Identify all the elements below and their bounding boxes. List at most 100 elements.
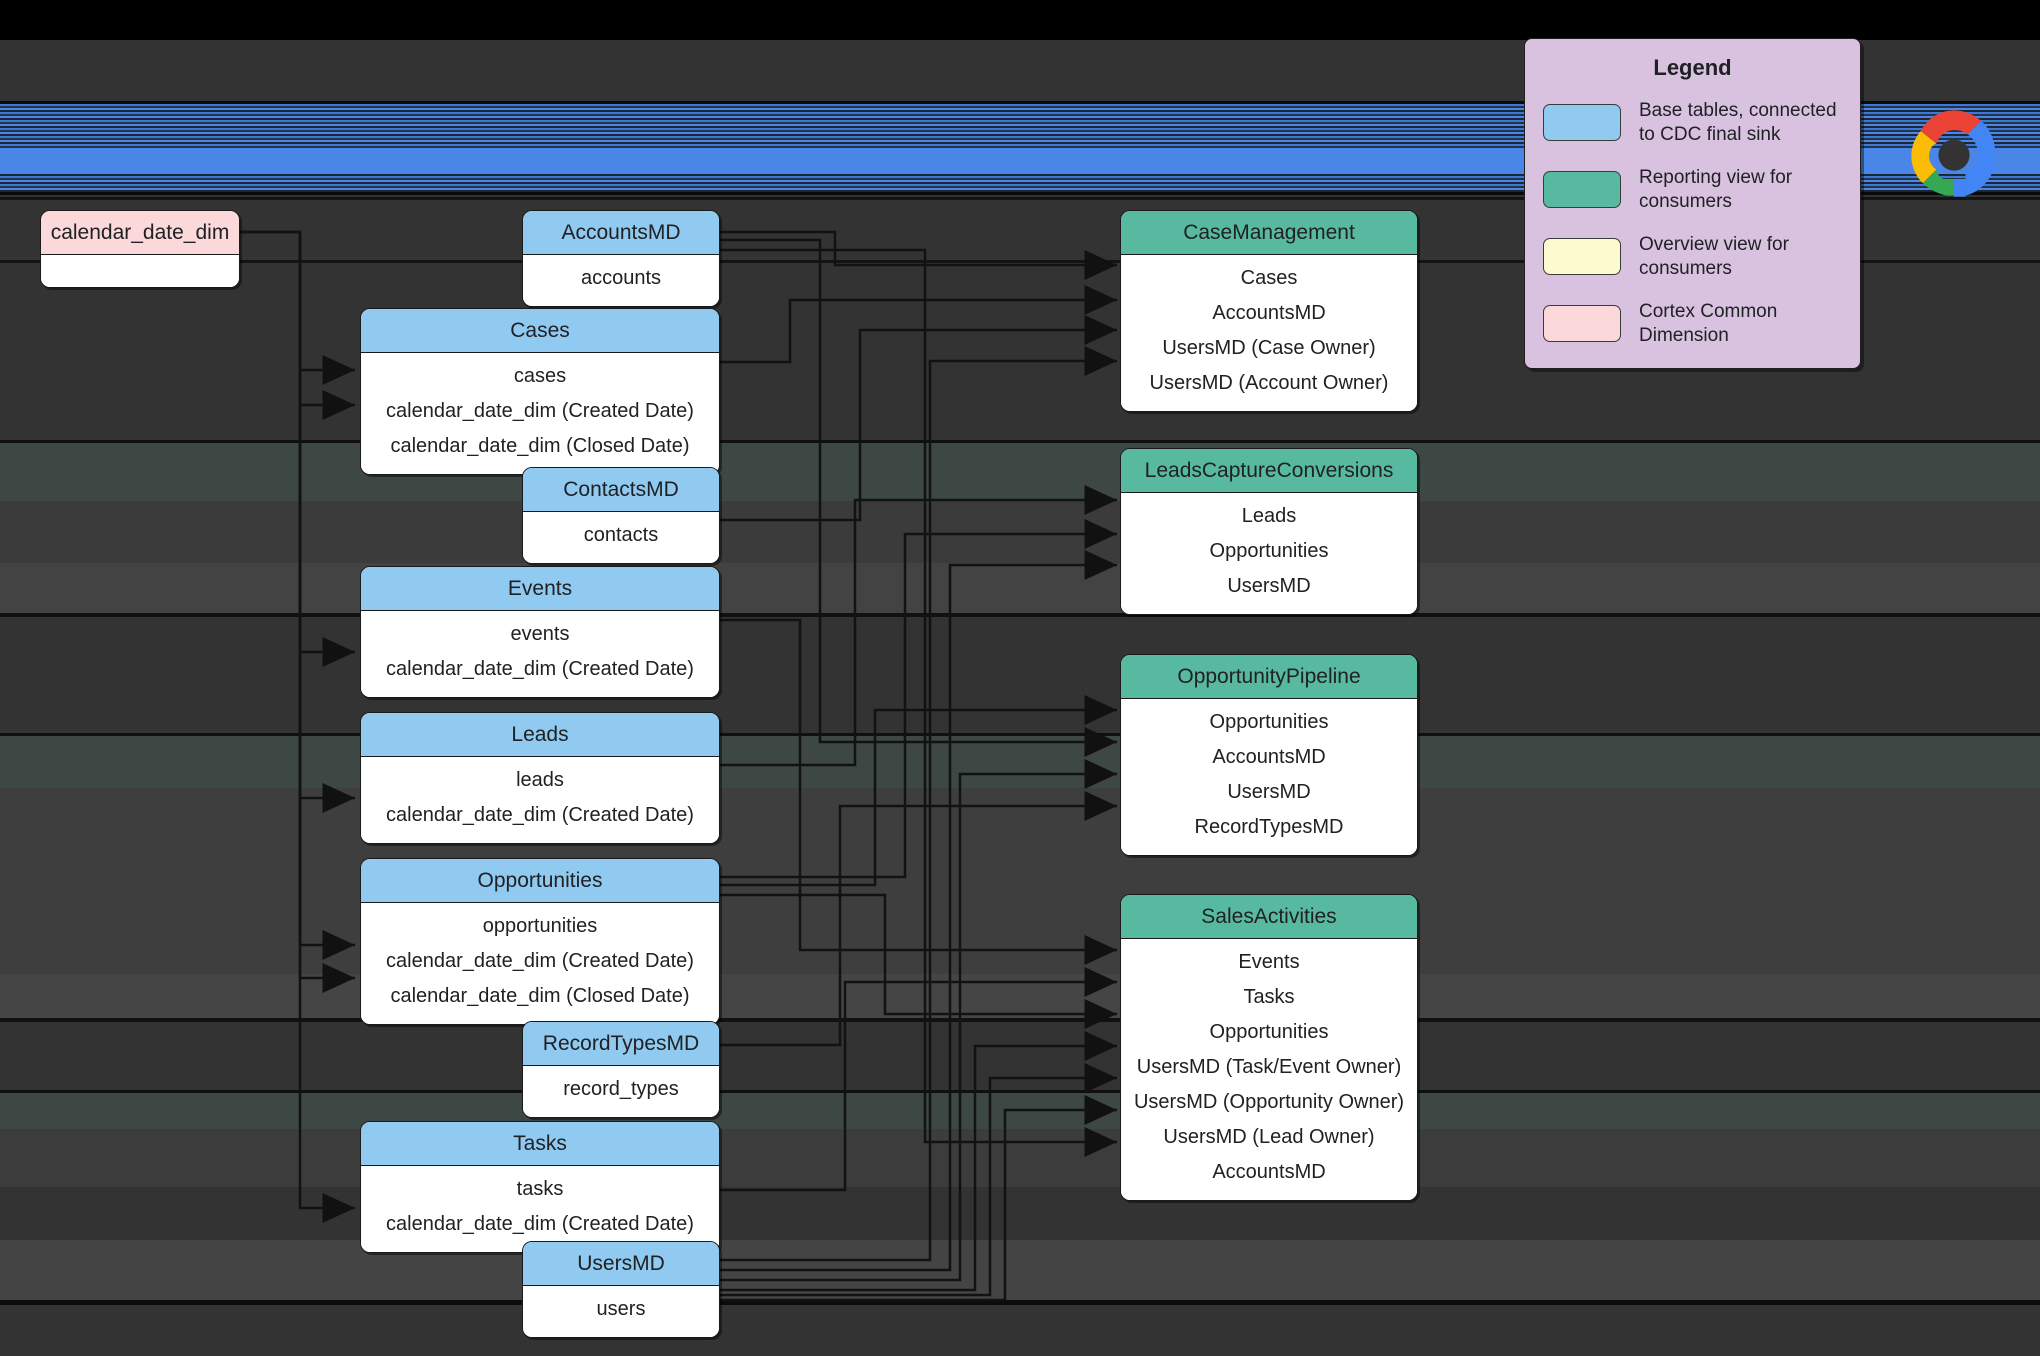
entity-title-recordtypesmd: RecordTypesMD (523, 1022, 719, 1067)
legend-item-overview-view: Overview view for consumers (1543, 233, 1842, 281)
legend-label-cortex-dimension: Cortex Common Dimension (1639, 300, 1778, 346)
entity-box-opportunities[interactable]: Opportunities opportunities calendar_dat… (360, 858, 720, 1026)
google-cloud-logo (1911, 110, 1996, 197)
entity-rows-leads: leads calendar_date_dim (Created Date) (361, 757, 719, 844)
entity-row: calendar_date_dim (Created Date) (386, 658, 694, 681)
entity-row: calendar_date_dim (Created Date) (386, 950, 694, 973)
entity-title-contactsmd: ContactsMD (523, 468, 719, 513)
legend-item-cortex-dimension: Cortex Common Dimension (1543, 300, 1842, 348)
entity-row: calendar_date_dim (Created Date) (386, 1213, 694, 1236)
entity-rows-calendar-date-dim (41, 255, 239, 288)
entity-box-leadscaptureconversions[interactable]: LeadsCaptureConversions Leads Opportunit… (1120, 448, 1418, 616)
entity-rows-opportunitypipeline: Opportunities AccountsMD UsersMD RecordT… (1121, 699, 1417, 856)
entity-row: Events (1238, 951, 1300, 974)
entity-title-casemanagement: CaseManagement (1121, 211, 1417, 256)
entity-row: Leads (1241, 505, 1297, 528)
legend-label-overview-view: Overview view for consumers (1639, 233, 1789, 279)
entity-row: calendar_date_dim (Created Date) (386, 804, 694, 827)
entity-title-usersmd: UsersMD (523, 1242, 719, 1287)
entity-box-casemanagement[interactable]: CaseManagement Cases AccountsMD UsersMD … (1120, 210, 1418, 413)
entity-row: Opportunities (1209, 1021, 1329, 1044)
entity-title-opportunities: Opportunities (361, 859, 719, 904)
entity-row: AccountsMD (1212, 302, 1326, 325)
entity-rows-contactsmd: contacts (523, 512, 719, 564)
entity-row: UsersMD (1227, 575, 1311, 598)
legend-swatch-base-table (1543, 104, 1621, 142)
google-cloud-logo-red-segment (1920, 110, 1982, 144)
entity-rows-cases: cases calendar_date_dim (Created Date) c… (361, 353, 719, 475)
legend-title: Legend (1653, 55, 1732, 80)
entity-title-calendar-date-dim: calendar_date_dim (41, 211, 239, 256)
entity-rows-usersmd: users (523, 1286, 719, 1338)
entity-rows-opportunities: opportunities calendar_date_dim (Created… (361, 903, 719, 1025)
entity-rows-accountsmd: accounts (523, 255, 719, 307)
entity-box-recordtypesmd[interactable]: RecordTypesMD record_types (522, 1021, 720, 1119)
entity-row: Opportunities (1209, 540, 1329, 563)
entity-rows-leadscaptureconversions: Leads Opportunities UsersMD (1121, 493, 1417, 615)
entity-box-accountsmd[interactable]: AccountsMD accounts (522, 210, 720, 308)
entity-row: calendar_date_dim (Closed Date) (390, 435, 690, 458)
entity-title-salesactivities: SalesActivities (1121, 895, 1417, 940)
entity-row: calendar_date_dim (Created Date) (386, 400, 694, 423)
entity-title-leadscaptureconversions: LeadsCaptureConversions (1121, 449, 1417, 494)
entity-row: AccountsMD (1212, 1161, 1326, 1184)
entity-box-cases[interactable]: Cases cases calendar_date_dim (Created D… (360, 308, 720, 476)
entity-title-tasks: Tasks (361, 1122, 719, 1167)
entity-row: contacts (583, 524, 659, 547)
legend-item-reporting-view: Reporting view for consumers (1543, 166, 1842, 214)
entity-rows-tasks: tasks calendar_date_dim (Created Date) (361, 1166, 719, 1253)
entity-row: accounts (580, 267, 662, 290)
entity-row: Opportunities (1209, 711, 1329, 734)
entity-box-usersmd[interactable]: UsersMD users (522, 1241, 720, 1339)
entity-rows-salesactivities: Events Tasks Opportunities UsersMD (Task… (1121, 939, 1417, 1201)
entity-rows-recordtypesmd: record_types (523, 1066, 719, 1118)
legend-item-base-table: Base tables, connected to CDC final sink (1543, 99, 1842, 147)
google-cloud-logo-blue-bottom (1954, 178, 1966, 197)
entity-row: AccountsMD (1212, 746, 1326, 769)
legend-swatch-overview-view (1543, 238, 1621, 276)
stripe-band-edge (0, 192, 2040, 195)
stripe-band-edge (0, 101, 2040, 104)
entity-row: UsersMD (Case Owner) (1162, 337, 1376, 360)
entity-row: UsersMD (Lead Owner) (1163, 1126, 1375, 1149)
top-black-band (0, 0, 2040, 40)
entity-row: UsersMD (Task/Event Owner) (1136, 1056, 1402, 1079)
entity-row: record_types (563, 1078, 679, 1101)
entity-row: UsersMD (1227, 781, 1311, 804)
legend-swatch-cortex-dimension (1543, 305, 1621, 343)
entity-box-salesactivities[interactable]: SalesActivities Events Tasks Opportuniti… (1120, 894, 1418, 1202)
entity-row: UsersMD (Account Owner) (1149, 372, 1389, 395)
entity-row: calendar_date_dim (Closed Date) (390, 985, 690, 1008)
entity-rows-casemanagement: Cases AccountsMD UsersMD (Case Owner) Us… (1121, 255, 1417, 412)
entity-row: Tasks (1243, 986, 1295, 1009)
entity-box-tasks[interactable]: Tasks tasks calendar_date_dim (Created D… (360, 1121, 720, 1254)
entity-row: opportunities (482, 915, 598, 938)
entity-box-opportunitypipeline[interactable]: OpportunityPipeline Opportunities Accoun… (1120, 654, 1418, 857)
entity-row: events (510, 623, 570, 646)
google-cloud-logo-blue-segment (1965, 120, 1996, 196)
entity-row: cases (513, 365, 567, 388)
entity-title-accountsmd: AccountsMD (523, 211, 719, 256)
legend-panel: Legend Base tables, connected to CDC fin… (1524, 38, 1861, 369)
entity-box-leads[interactable]: Leads leads calendar_date_dim (Created D… (360, 712, 720, 845)
google-cloud-logo-yellow-segment (1911, 131, 1937, 184)
entity-box-contactsmd[interactable]: ContactsMD contacts (522, 467, 720, 565)
entity-row: tasks (516, 1178, 564, 1201)
entity-title-opportunitypipeline: OpportunityPipeline (1121, 655, 1417, 700)
entity-title-leads: Leads (361, 713, 719, 758)
entity-box-calendar-date-dim[interactable]: calendar_date_dim (40, 210, 240, 289)
entity-title-cases: Cases (361, 309, 719, 354)
entity-box-events[interactable]: Events events calendar_date_dim (Created… (360, 566, 720, 699)
legend-swatch-reporting-view (1543, 171, 1621, 209)
entity-row: RecordTypesMD (1194, 816, 1344, 839)
entity-row: users (596, 1298, 646, 1321)
google-cloud-logo-inner-hole (1938, 139, 1970, 171)
entity-title-events: Events (361, 567, 719, 612)
legend-label-reporting-view: Reporting view for consumers (1639, 166, 1793, 212)
entity-row: leads (516, 769, 564, 792)
legend-label-base-table: Base tables, connected to CDC final sink (1639, 100, 1837, 145)
entity-row: Cases (1240, 267, 1298, 290)
google-cloud-logo-green-segment (1922, 169, 1954, 196)
entity-row: UsersMD (Opportunity Owner) (1133, 1091, 1405, 1114)
